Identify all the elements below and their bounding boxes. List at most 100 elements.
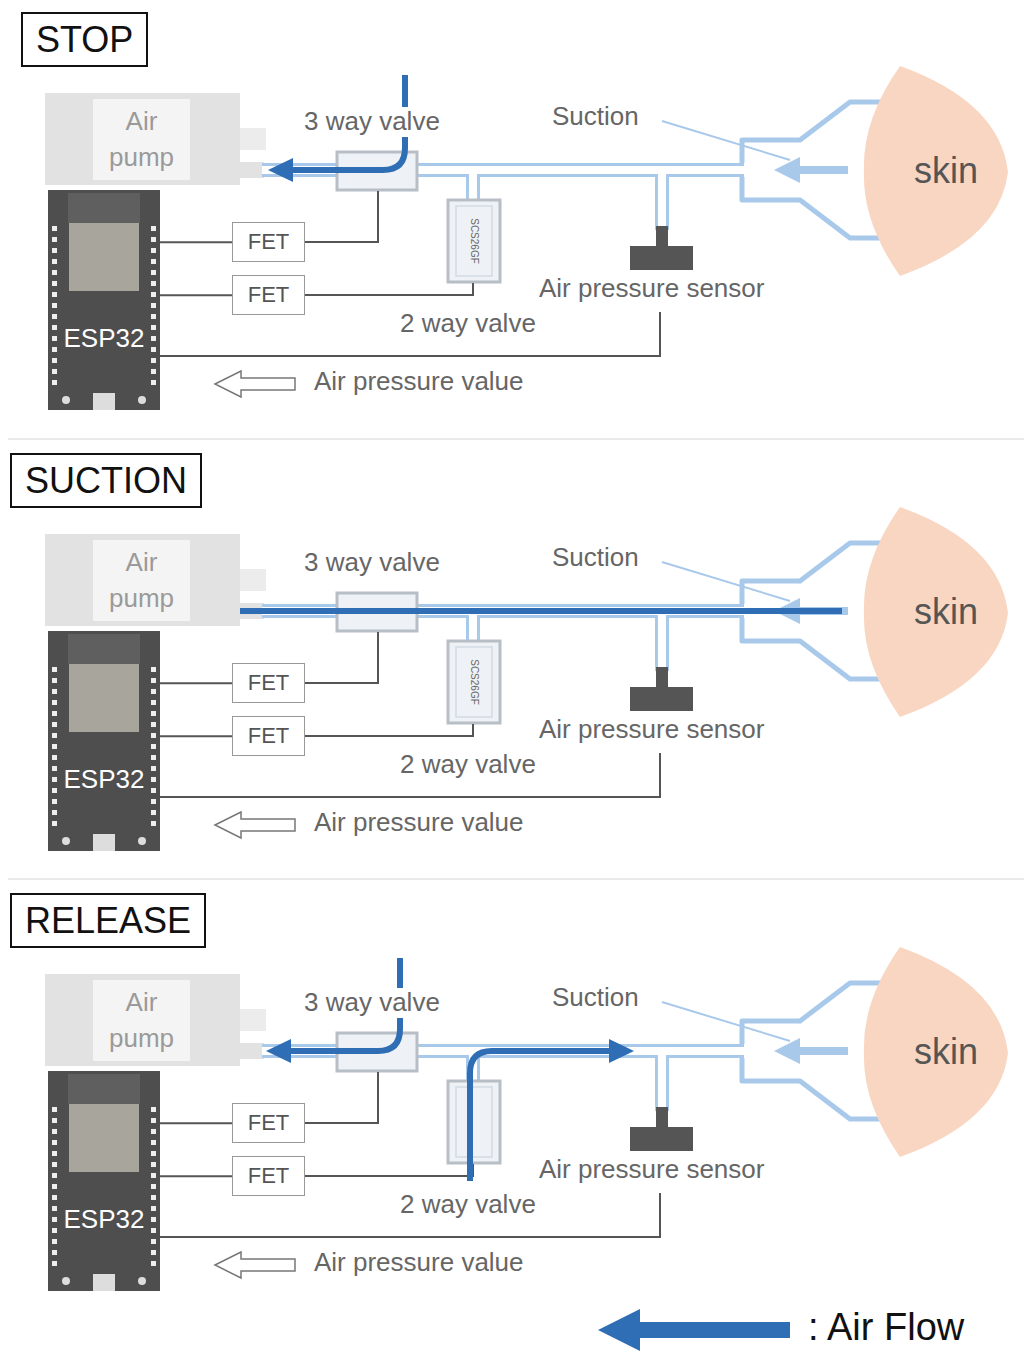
module-can	[69, 664, 139, 732]
suction-arrow-head	[774, 1038, 800, 1064]
pin	[151, 788, 156, 793]
pin	[52, 226, 57, 231]
pin	[151, 678, 156, 683]
mount-hole	[138, 837, 146, 845]
skin-label: skin	[914, 1031, 978, 1072]
usb-port	[93, 1274, 115, 1291]
pin	[52, 1261, 57, 1266]
valve-model-text: SCS26GF	[468, 217, 480, 265]
legend-arrow-head	[598, 1309, 640, 1351]
panel-title-box: RELEASE	[10, 893, 206, 948]
pin	[151, 689, 156, 694]
pin	[52, 1206, 57, 1211]
pin	[52, 678, 57, 683]
pin	[52, 1239, 57, 1244]
air-pressure-sensor	[630, 687, 693, 711]
pin	[52, 1162, 57, 1167]
title-text: STOP	[36, 19, 133, 60]
module-shield	[68, 1074, 140, 1104]
control-wire	[160, 241, 232, 243]
legend-arrow	[636, 1322, 790, 1338]
pin	[52, 744, 57, 749]
pin	[52, 1140, 57, 1145]
skin-label: skin	[914, 591, 978, 632]
pin	[52, 270, 57, 275]
pin	[52, 810, 57, 815]
pin	[151, 1206, 156, 1211]
part-label: Suction	[550, 983, 641, 1013]
pin	[151, 292, 156, 297]
part-label: Air pressure value	[312, 367, 526, 397]
air-tube	[262, 611, 744, 671]
fet-label: FET	[245, 1163, 292, 1189]
pump-outlet	[240, 162, 264, 178]
board-label: ESP32	[48, 1205, 160, 1235]
two-way-valve-body	[456, 647, 492, 717]
air-tube	[262, 1051, 744, 1111]
leader-line	[662, 121, 790, 160]
panel-title-box: STOP	[21, 12, 148, 67]
air-tube-bore	[262, 611, 744, 671]
fet-box: FET	[232, 663, 305, 703]
air-tube-bore	[262, 1051, 744, 1111]
pin	[52, 248, 57, 253]
pin	[151, 667, 156, 672]
fet-label: FET	[245, 670, 292, 696]
pin	[151, 744, 156, 749]
pin	[52, 1195, 57, 1200]
board-label: ESP32	[48, 324, 160, 354]
part-label: Air pressure sensor	[537, 274, 766, 304]
pin	[151, 700, 156, 705]
esp32-board: ESP32	[48, 190, 160, 410]
mount-hole	[62, 1277, 70, 1285]
fet-label: FET	[245, 229, 292, 255]
pin	[52, 700, 57, 705]
part-label: Air pressure value	[312, 808, 526, 838]
fet-box: FET	[232, 275, 305, 315]
skin-outline	[864, 947, 1008, 1157]
control-wire	[160, 735, 232, 737]
pin	[52, 369, 57, 374]
pin	[52, 755, 57, 760]
pin	[52, 336, 57, 341]
pin	[151, 336, 156, 341]
pump-label: Air pump	[93, 540, 190, 621]
hollow-arrow	[215, 812, 295, 838]
mount-hole	[138, 1277, 146, 1285]
pin	[151, 821, 156, 826]
pin	[52, 1151, 57, 1156]
fet-box: FET	[232, 1156, 305, 1196]
part-label: Air pressure sensor	[537, 715, 766, 745]
air-pressure-sensor	[630, 1127, 693, 1151]
part-label: 3 way valve	[302, 548, 442, 578]
pump-nozzle	[240, 1009, 266, 1031]
panel-illustration	[8, 439, 1024, 838]
suction-arrow	[798, 166, 848, 174]
pin	[52, 303, 57, 308]
suction-arrow	[798, 1047, 848, 1055]
part-label: Air pressure sensor	[537, 1155, 766, 1185]
pin	[151, 810, 156, 815]
pin	[52, 733, 57, 738]
pin	[52, 1228, 57, 1233]
pump-label: Air pump	[93, 99, 190, 180]
title-text: SUCTION	[25, 460, 187, 501]
pin	[151, 369, 156, 374]
usb-port	[93, 393, 115, 410]
module-shield	[68, 193, 140, 223]
two-way-valve	[448, 641, 500, 723]
sensor-stem	[656, 667, 668, 689]
pin	[151, 1228, 156, 1233]
pin	[151, 766, 156, 771]
part-label: 3 way valve	[302, 107, 442, 137]
fet-label: FET	[245, 723, 292, 749]
control-wire	[160, 1122, 232, 1124]
pin	[151, 755, 156, 760]
pin	[52, 799, 57, 804]
pin	[151, 226, 156, 231]
pin	[151, 1239, 156, 1244]
skin: skin	[860, 503, 1010, 721]
skin: skin	[860, 62, 1010, 280]
pin	[151, 1118, 156, 1123]
air-tube	[262, 170, 744, 230]
